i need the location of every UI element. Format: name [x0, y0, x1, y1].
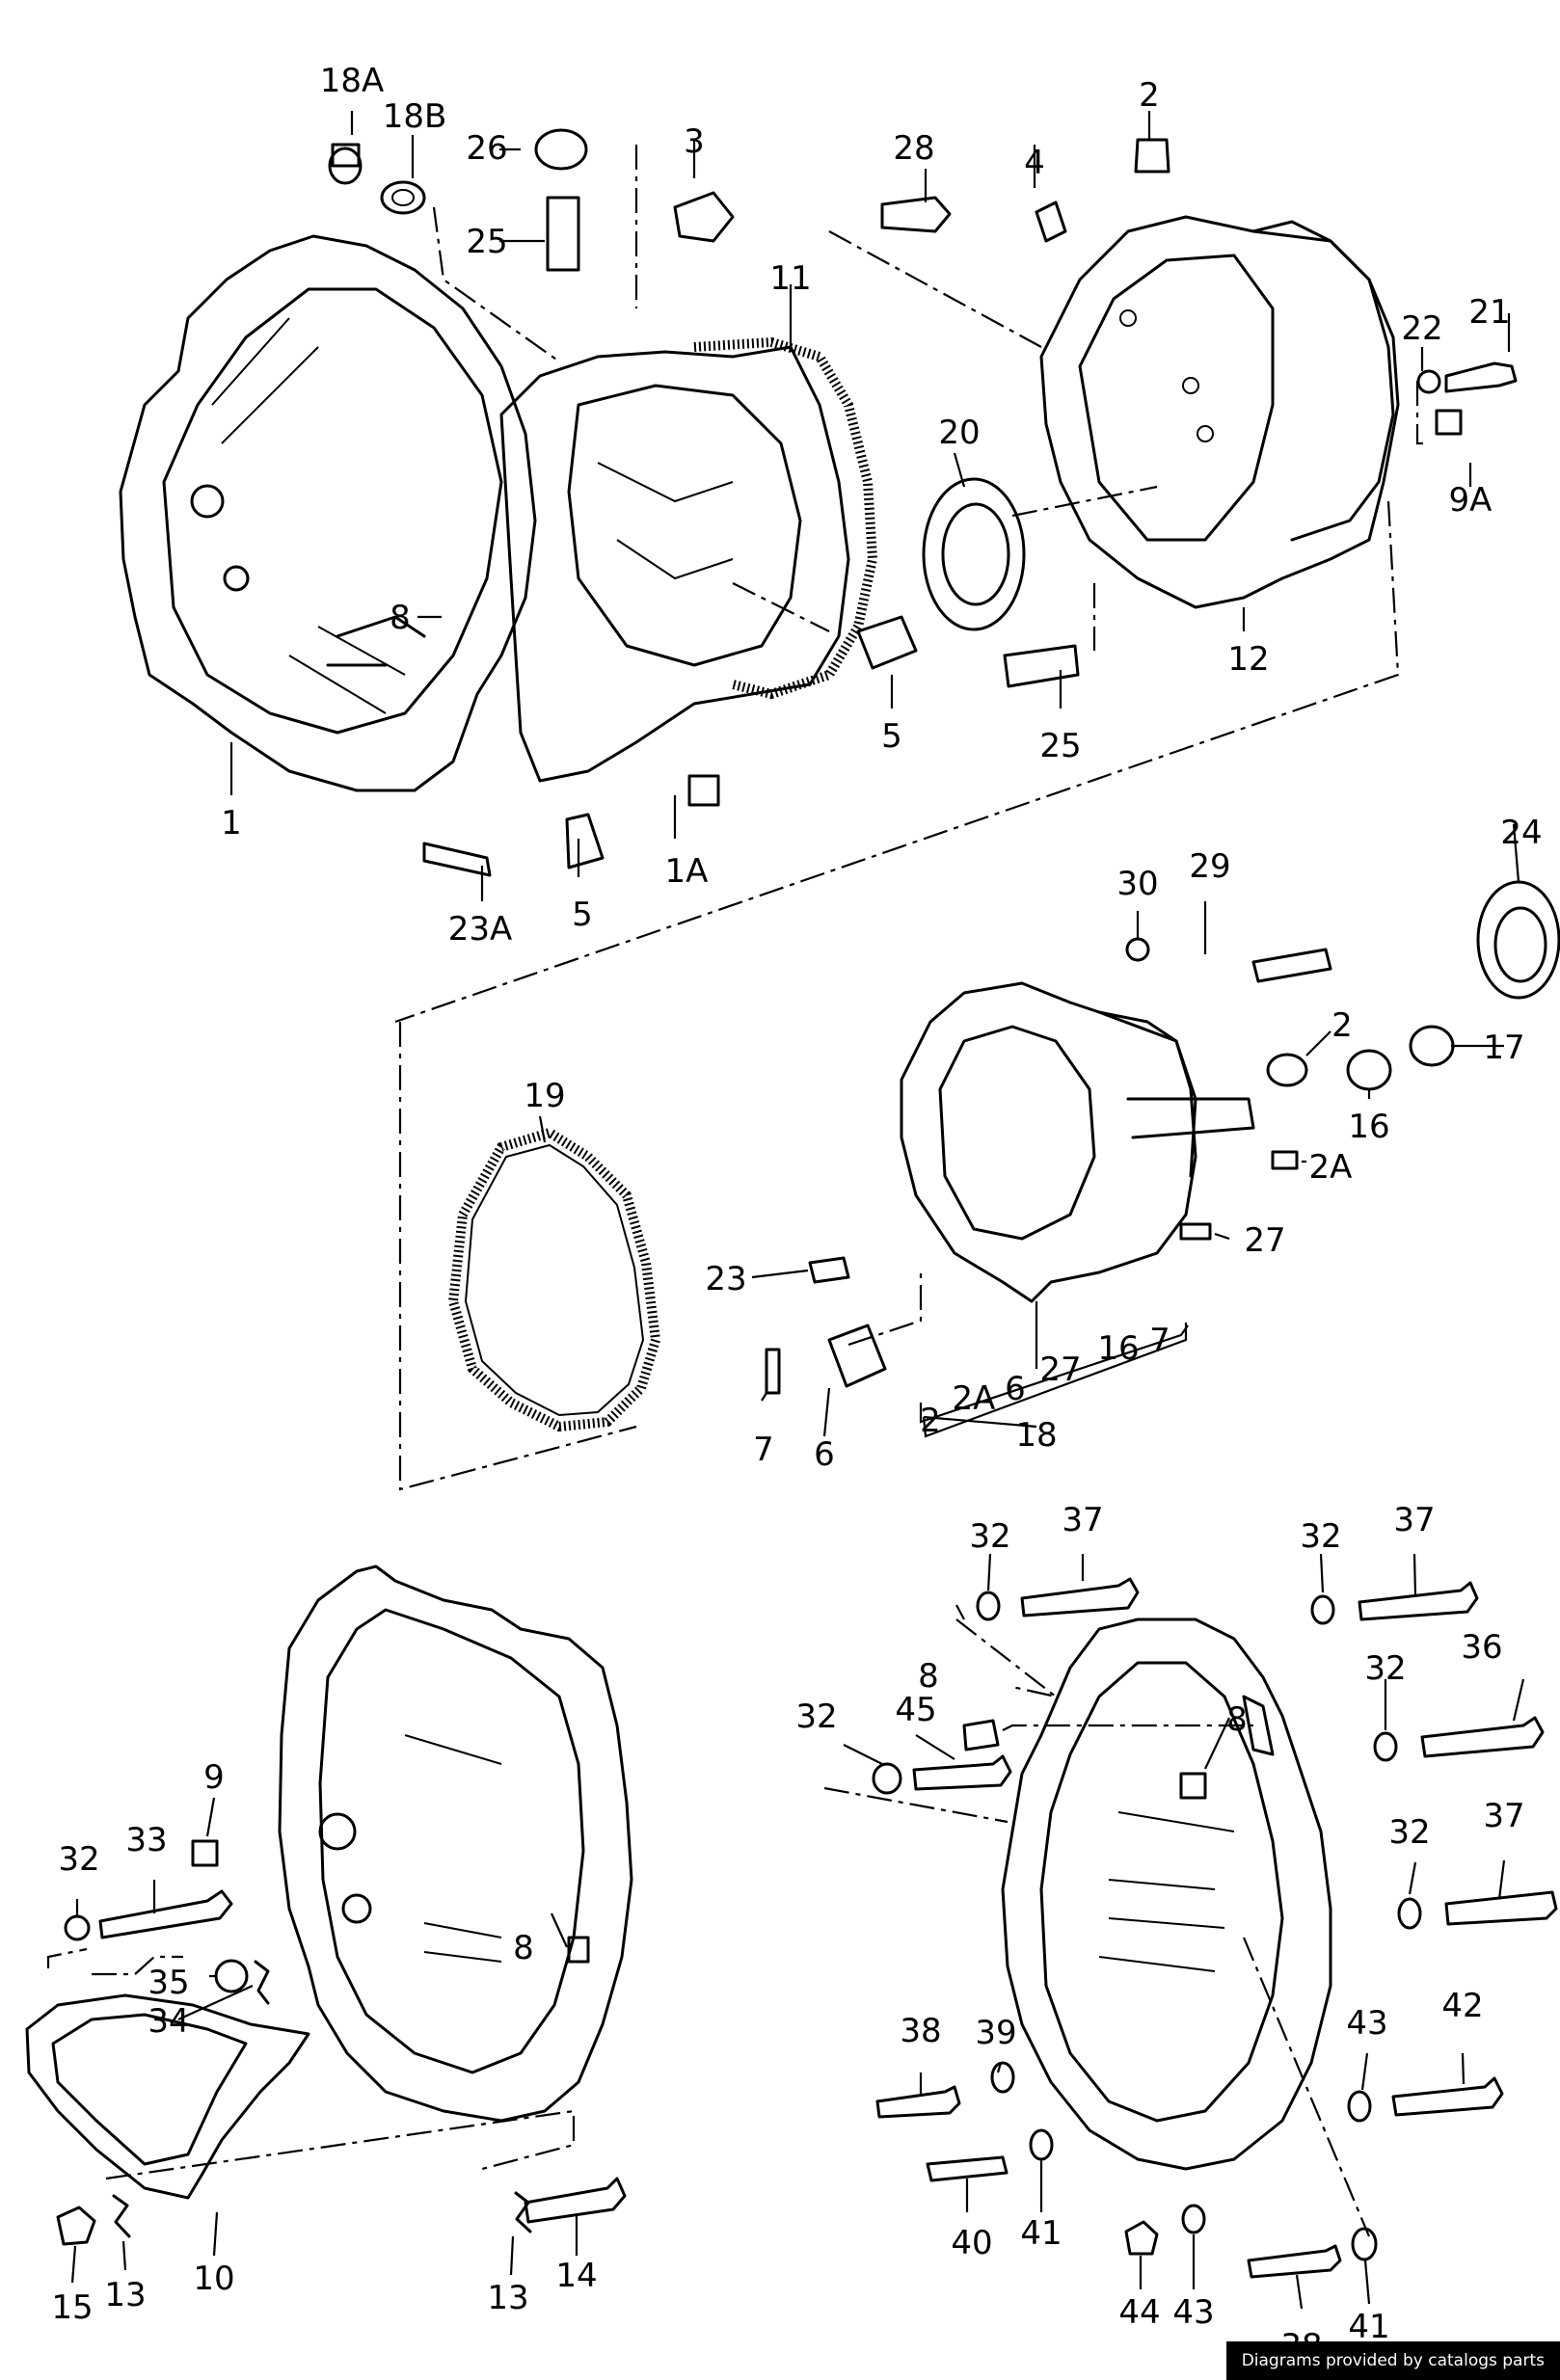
callout-label: 18B: [383, 97, 447, 136]
callout-label: 3: [684, 122, 705, 161]
callout-label: 2: [920, 1402, 941, 1440]
small-parts-top: [328, 128, 1518, 877]
callout-label: 36: [1461, 1628, 1502, 1667]
callout-label: 37: [1062, 1501, 1103, 1539]
gearbox-housing-1: [119, 234, 537, 792]
callout-label: 7: [1149, 1322, 1170, 1360]
gear-cover-18: [765, 880, 1560, 1395]
callout-label: 9: [203, 1758, 225, 1797]
callout-label: 16: [1097, 1329, 1139, 1368]
callout-label: 43: [1172, 2293, 1214, 2332]
callout-label: 27: [1244, 1221, 1285, 1260]
callout-label: 8: [513, 1929, 534, 1967]
callout-label: 26: [466, 129, 507, 168]
gasket-19: [447, 1127, 661, 1432]
bearing-housing-11: [499, 336, 878, 783]
callout-label: 20: [938, 414, 980, 452]
callout-label: 13: [487, 2279, 528, 2317]
callout-label: 33: [125, 1821, 167, 1859]
callout-label: 2: [1139, 76, 1160, 115]
callout-label: 18: [1015, 1416, 1057, 1455]
callout-label: 44: [1118, 2293, 1160, 2332]
callout-label: 32: [1388, 1813, 1430, 1852]
callout-label: 18A: [320, 62, 385, 100]
callout-label: 25: [466, 223, 507, 261]
callout-label: 9A: [1449, 481, 1493, 520]
callout-label: 45: [895, 1691, 936, 1729]
callout-label: 8: [918, 1657, 939, 1696]
callout-label: 41: [1020, 2214, 1062, 2253]
callout-label: 43: [1346, 2004, 1387, 2043]
callout-label: 37: [1483, 1797, 1524, 1835]
callout-label: 22: [1401, 309, 1442, 348]
callout-label: 13: [104, 2276, 146, 2314]
callout-label: 17: [1483, 1029, 1524, 1067]
callout-label: 37: [1393, 1501, 1435, 1539]
callout-label: 32: [1364, 1649, 1406, 1688]
callout-label: 4: [1024, 144, 1045, 182]
callout-label: 16: [1348, 1108, 1389, 1146]
callout-label: 10: [193, 2260, 234, 2298]
callout-label: 11: [769, 259, 811, 298]
housing-cover-12: [1039, 215, 1400, 609]
callout-label: 2: [1331, 1006, 1353, 1045]
callout-label: 41: [1348, 2308, 1389, 2346]
callout-labels: 18A 18B 26 25 3 28 4 2 11 22 21 9A 20 12…: [51, 62, 1542, 2366]
callout-label: 5: [572, 896, 593, 934]
callout-label: 23: [705, 1260, 746, 1298]
callout-label: 8: [1226, 1700, 1248, 1739]
callout-label: 32: [969, 1517, 1010, 1556]
callout-label: 6: [814, 1435, 835, 1474]
callout-label: 30: [1116, 865, 1158, 903]
callout-label: 39: [975, 2014, 1016, 2052]
callout-label: 25: [1039, 727, 1081, 765]
group-18-bracket: [919, 1324, 1189, 1424]
callout-label: 5: [881, 717, 902, 756]
callout-label: 40: [951, 2224, 992, 2262]
callout-label: 8: [390, 599, 411, 637]
callout-label: 32: [58, 1840, 99, 1879]
callout-label: 32: [1300, 1517, 1341, 1556]
gearbox-housing-right: [872, 1577, 1558, 2279]
callout-label: 38: [900, 2012, 941, 2050]
callout-label: 19: [524, 1077, 565, 1115]
callout-label: 2A: [1309, 1148, 1353, 1187]
callout-label: 24: [1500, 814, 1542, 852]
callout-label: 15: [51, 2288, 93, 2327]
callout-label: 28: [893, 129, 934, 168]
callout-label: 21: [1468, 293, 1510, 332]
callout-label: 6: [1005, 1370, 1026, 1408]
callout-label: 1A: [665, 852, 709, 891]
callout-label: 29: [1189, 847, 1230, 886]
callout-label: 35: [148, 1964, 189, 2002]
gearbox-housing-10: [25, 1564, 633, 2246]
callout-label: 42: [1441, 1987, 1483, 2025]
callout-label: 34: [148, 2002, 189, 2041]
callout-label: 12: [1227, 640, 1269, 679]
callout-label: 14: [555, 2257, 597, 2295]
callout-label: 7: [753, 1431, 774, 1469]
callout-label: 1: [221, 804, 242, 842]
callout-label: 32: [795, 1698, 837, 1736]
callout-label: 23A: [448, 910, 513, 949]
credit-banner: Diagrams provided by catalogs parts: [1225, 2341, 1560, 2380]
